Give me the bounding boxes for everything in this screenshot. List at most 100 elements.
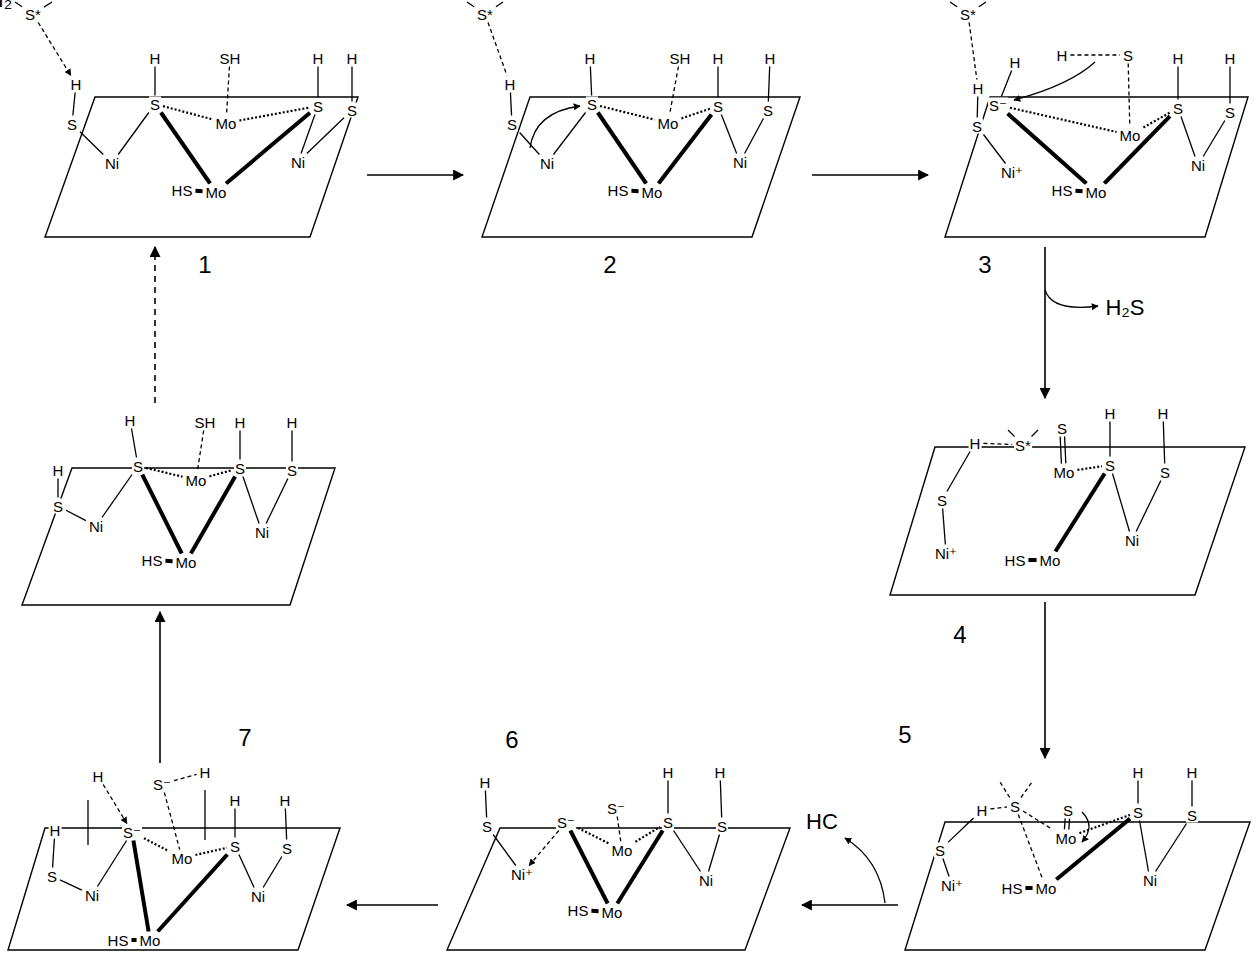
atom-label: H bbox=[479, 775, 492, 790]
atom-label: S bbox=[346, 103, 358, 118]
reaction-arrow bbox=[367, 174, 463, 176]
chemical-bond bbox=[681, 109, 710, 119]
chemical-bond bbox=[226, 113, 310, 184]
atom-label: H bbox=[49, 823, 62, 838]
catalyst-panel: 3S*HSNi⁺HS⁻HSMoHSHSNiHSMo bbox=[930, 0, 1255, 245]
chemical-bond bbox=[510, 93, 511, 116]
atom-label: Ni bbox=[254, 525, 270, 540]
atom-label: H bbox=[1186, 765, 1199, 780]
catalyst-surface bbox=[905, 822, 1250, 950]
chemical-bond bbox=[720, 781, 721, 818]
atom-label: S bbox=[46, 869, 58, 884]
catalyst-surface bbox=[945, 97, 1248, 237]
chemical-bond bbox=[1000, 782, 1010, 798]
catalyst-surface bbox=[890, 447, 1245, 595]
atom-label: Ni⁺ bbox=[1000, 165, 1024, 180]
chemical-bond bbox=[983, 135, 1005, 164]
atom-label: Mo bbox=[139, 933, 162, 948]
atom-label: S* bbox=[1014, 438, 1032, 453]
chemical-bond bbox=[745, 119, 764, 154]
atom-label: S bbox=[1104, 458, 1116, 473]
chemical-bond bbox=[1128, 64, 1130, 127]
atom-label: H bbox=[584, 51, 597, 66]
chemical-bond bbox=[1021, 782, 1032, 798]
chemical-bond bbox=[239, 855, 254, 888]
atom-label: H bbox=[662, 765, 675, 780]
atom-label: H bbox=[70, 77, 83, 92]
atom-label: S bbox=[52, 499, 64, 514]
chemical-bond bbox=[154, 67, 155, 96]
atom-label: S bbox=[229, 839, 241, 854]
atom-label: S bbox=[1056, 421, 1068, 436]
chemical-bond bbox=[1181, 117, 1195, 157]
chemical-bond bbox=[1064, 818, 1069, 829]
reaction-arrow bbox=[159, 612, 161, 763]
reaction-arrow bbox=[154, 247, 156, 403]
chemical-bond bbox=[1018, 815, 1043, 880]
chemical-bond bbox=[1001, 71, 1011, 97]
chemical-bond bbox=[948, 818, 974, 842]
atom-label: H bbox=[234, 415, 247, 430]
chemical-bond bbox=[717, 67, 718, 98]
atom-label: H bbox=[149, 51, 162, 66]
atom-label: Ni bbox=[1124, 533, 1140, 548]
atom-label: S bbox=[1009, 799, 1021, 814]
chemical-bond bbox=[146, 468, 183, 477]
atom-label: HS bbox=[141, 553, 164, 568]
chemical-bond bbox=[553, 113, 585, 155]
chemical-bond bbox=[1008, 430, 1015, 437]
atom-label: H bbox=[712, 51, 725, 66]
chemical-bond bbox=[570, 831, 607, 904]
atom-label: Ni bbox=[290, 155, 306, 170]
chemical-bond bbox=[80, 132, 103, 155]
chemical-bond bbox=[285, 809, 286, 840]
atom-label: S* bbox=[476, 7, 494, 22]
step-number: 6 bbox=[504, 728, 519, 752]
atom-label: S bbox=[1186, 808, 1198, 823]
atom-label: H bbox=[972, 81, 985, 96]
atom-label: S bbox=[281, 841, 293, 856]
atom-label: Mo bbox=[1119, 128, 1142, 143]
chemical-bond bbox=[195, 189, 202, 193]
chemical-bond bbox=[1229, 67, 1230, 104]
atom-label: S bbox=[716, 819, 728, 834]
chemical-bond bbox=[165, 559, 172, 563]
chemical-bond bbox=[1070, 54, 1120, 55]
atom-label: Mo bbox=[185, 473, 208, 488]
atom-label: S bbox=[971, 119, 983, 134]
atom-label: S* bbox=[959, 7, 977, 22]
chemical-bond bbox=[631, 189, 638, 193]
atom-label: Mo bbox=[205, 185, 228, 200]
atom-label: S bbox=[586, 97, 598, 112]
reaction-arrow bbox=[802, 904, 898, 906]
atom-label: S* bbox=[24, 7, 42, 22]
atom-label: Mo bbox=[657, 116, 680, 131]
chemical-bond bbox=[307, 118, 344, 154]
reaction-arrow bbox=[347, 904, 438, 906]
chemical-bond bbox=[467, 2, 474, 7]
reagent-label: H₂S bbox=[1103, 296, 1146, 320]
atom-label: H bbox=[976, 803, 989, 818]
atom-label: S bbox=[312, 99, 324, 114]
atom-label: S bbox=[1172, 101, 1184, 116]
atom-label: S bbox=[936, 493, 948, 508]
atom-label: H bbox=[229, 793, 242, 808]
chemical-bond bbox=[227, 67, 230, 115]
chemical-bond bbox=[266, 479, 288, 524]
catalyst-panel: 1S*HSNiHSSHMoHSHSNiHSMo bbox=[5, 0, 365, 245]
chemical-bond bbox=[950, 2, 957, 7]
chemical-bond bbox=[977, 97, 979, 118]
atom-label: S⁻ bbox=[988, 98, 1008, 113]
chemical-bond bbox=[721, 115, 736, 154]
surface-drawing bbox=[900, 760, 1255, 955]
atom-label: H bbox=[1157, 406, 1170, 421]
chemical-bond bbox=[161, 113, 210, 184]
atom-label: H bbox=[764, 51, 777, 66]
chemical-bond bbox=[195, 848, 227, 855]
atom-label: H bbox=[52, 463, 65, 478]
atom-label: H bbox=[279, 793, 292, 808]
atom-label: Ni⁺ bbox=[934, 546, 958, 561]
atom-label: Ni bbox=[698, 873, 714, 888]
chemical-bond bbox=[590, 67, 591, 96]
chemical-bond bbox=[351, 67, 352, 102]
